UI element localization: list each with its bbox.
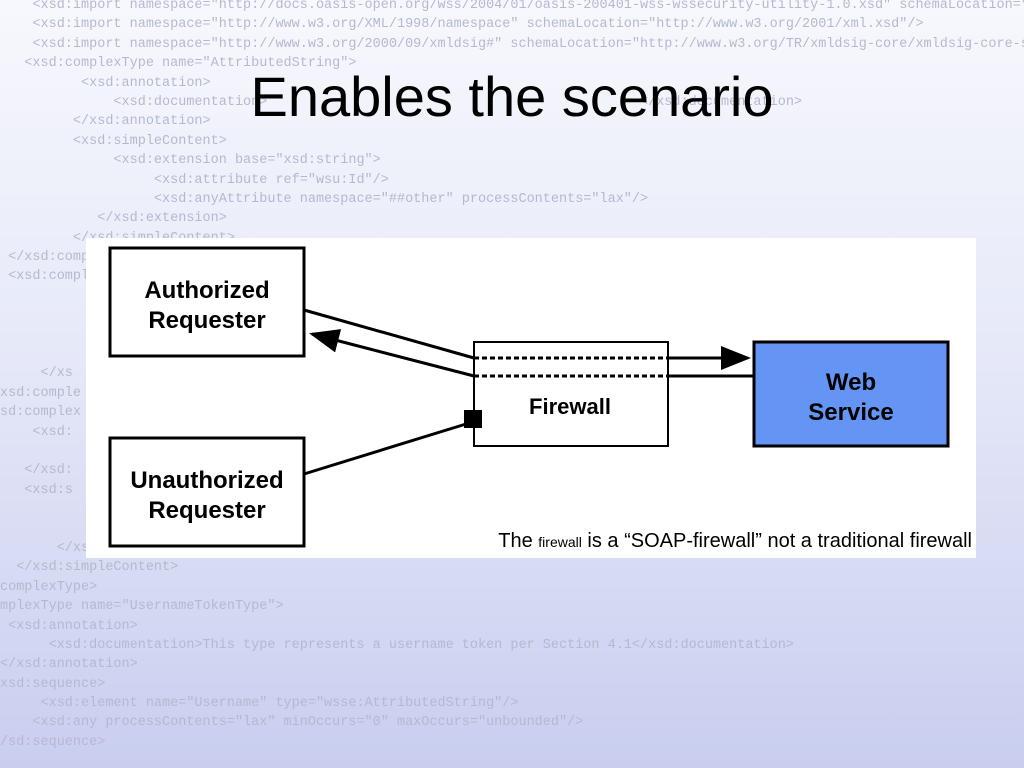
background-code-line: <xsd:extension base="xsd:string"> [0, 153, 381, 169]
background-code-line: <xsd:import namespace="http://docs.oasis… [0, 0, 1024, 13]
background-code-line: <xsd:annotation> [0, 618, 138, 634]
background-code-line: <xsd:import namespace="http://www.w3.org… [0, 17, 924, 33]
background-code-line: <xsd:any processContents="lax" minOccurs… [0, 715, 584, 731]
blocked-request-stopper [464, 410, 482, 428]
background-code-line: </xsd:simpleContent> [0, 560, 179, 576]
web-service-label-line2: Service [808, 399, 893, 426]
web-service-label-line1: Web [826, 369, 876, 396]
background-code-line: xsd:sequence> [0, 676, 106, 692]
unauthorized-requester-label-line1: Unauthorized [130, 467, 283, 494]
background-code-line: /sd:sequence> [0, 734, 106, 750]
authorized-requester-label-line2: Requester [148, 307, 265, 334]
background-code-line: <xsd:attribute ref="wsu:Id"/> [0, 172, 389, 188]
background-code-line: </xsd:annotation> [0, 657, 138, 673]
authorized-requester-node: Authorized Requester [108, 246, 306, 358]
background-code-line: <xsd:import namespace="http://www.w3.org… [0, 36, 1024, 52]
blocked-request-line [303, 422, 467, 476]
caption-prefix: The [498, 530, 539, 552]
diagram-panel: Authorized Requester Unauthorized Reques… [86, 238, 976, 558]
unauthorized-requester-node: Unauthorized Requester [108, 436, 306, 548]
diagram-caption: The firewall is a “SOAP-firewall” not a … [498, 529, 972, 554]
background-code-line: mplexType name="UsernameTokenType"> [0, 599, 284, 615]
architecture-diagram: Authorized Requester Unauthorized Reques… [108, 246, 950, 548]
background-code-line: complexType> [0, 579, 98, 595]
authorized-requester-label-line1: Authorized [144, 277, 269, 304]
unauthorized-requester-label-line2: Requester [148, 497, 265, 524]
slide-title: Enables the scenario [250, 65, 774, 128]
caption-suffix: is a “SOAP-firewall” not a traditional f… [581, 530, 972, 552]
background-code-line: <xsd:simpleContent> [0, 133, 227, 149]
background-code-line: <xsd:documentation>This type represents … [0, 637, 794, 653]
firewall-label: Firewall [529, 394, 611, 419]
web-service-node: Web Service [752, 340, 950, 448]
authorized-request-line [303, 308, 475, 360]
background-code-line: <xsd:anyAttribute namespace="##other" pr… [0, 191, 649, 207]
caption-small-word: firewall [538, 534, 582, 550]
background-code-line: <xsd:element name="Username" type="wsse:… [0, 696, 519, 712]
background-code-line: </xsd:extension> [0, 211, 227, 227]
firewall-node: Firewall [473, 341, 669, 447]
authorized-response-arrow [309, 329, 475, 378]
